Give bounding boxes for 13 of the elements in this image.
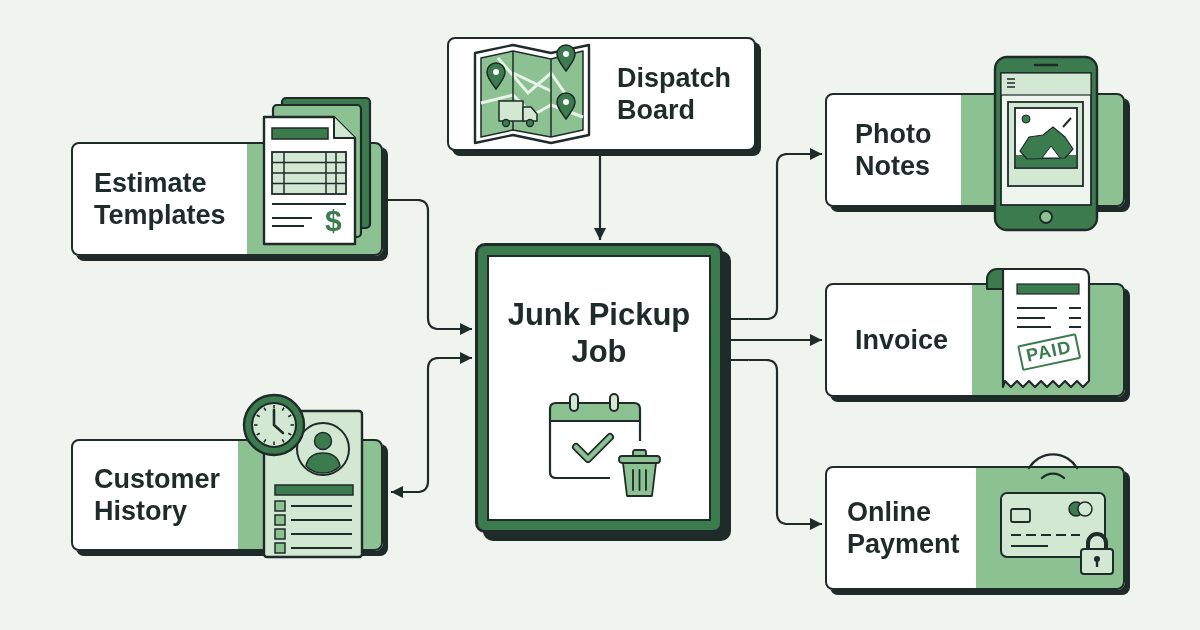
card-title: Junk Pickup Job	[506, 296, 692, 371]
card-title: Customer History	[94, 462, 222, 528]
card-title: Photo Notes	[855, 117, 933, 183]
arrow	[729, 146, 824, 321]
card-title: Online Payment	[847, 495, 961, 561]
card-title: Invoice	[855, 323, 949, 357]
card-title: Dispatch Board	[617, 61, 733, 127]
currency-symbol: $	[325, 206, 342, 236]
arrow	[592, 154, 608, 242]
arrow	[729, 358, 824, 532]
card-title: Estimate Templates	[94, 166, 227, 232]
arrow	[386, 198, 474, 337]
arrow	[729, 332, 824, 348]
